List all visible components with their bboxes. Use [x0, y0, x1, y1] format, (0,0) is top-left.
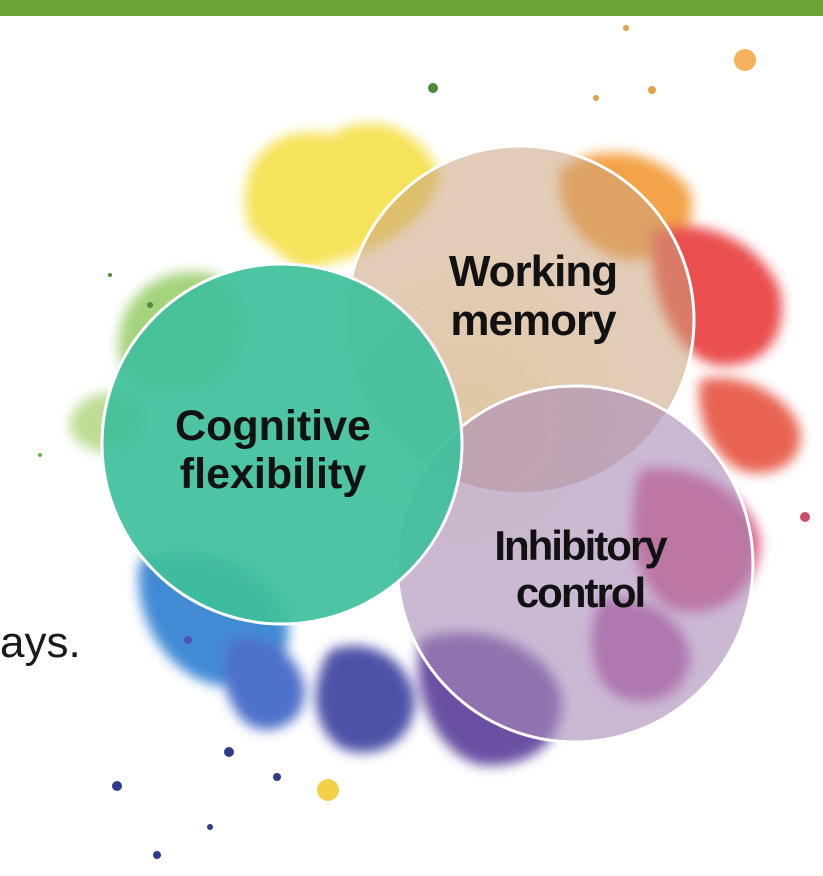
label-cognitive-flexibility: Cognitive flexibility: [175, 402, 371, 499]
label-working-memory: Working memory: [448, 247, 618, 346]
slide-body-text-fragment: ays.: [0, 618, 81, 667]
label-inhibitory-control: Inhibitory control: [494, 522, 667, 617]
circle-cognitive-flexibility: [100, 262, 464, 626]
top-accent-bar: [0, 0, 823, 16]
